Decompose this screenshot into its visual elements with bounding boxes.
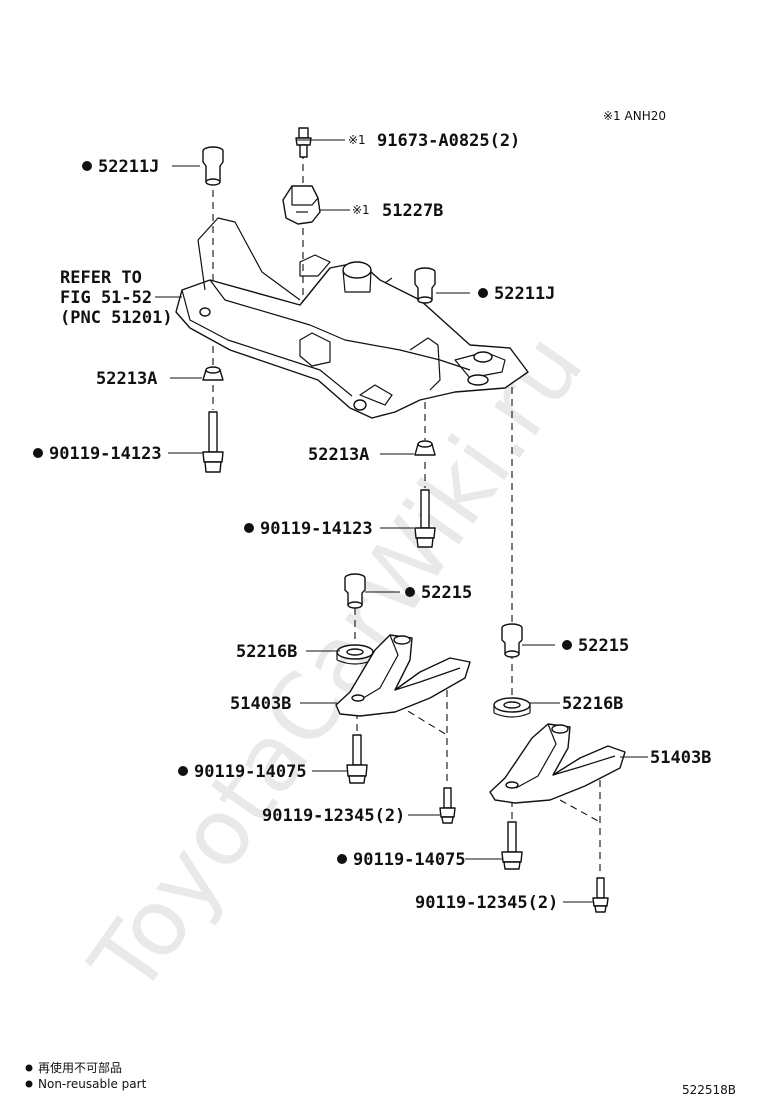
callout-prefix: ※1 bbox=[352, 203, 370, 217]
bracket-51227b-icon bbox=[282, 185, 321, 225]
callout-label[interactable]: 90119-14075 bbox=[194, 762, 307, 782]
callout-label[interactable]: 51403B bbox=[650, 748, 711, 768]
legend: 再使用不可部品 Non-reusable part bbox=[25, 1060, 147, 1091]
callout-label[interactable]: 90119-12345(2) bbox=[262, 806, 405, 826]
leader-lines bbox=[155, 139, 648, 903]
bolt-90119-14123-left-icon bbox=[202, 411, 224, 473]
refer-note-line1: REFER TO bbox=[60, 268, 142, 288]
non-reusable-bullet-icon bbox=[25, 1064, 33, 1072]
non-reusable-bullet-icon bbox=[244, 523, 254, 533]
bolt-90119-12345-right-icon bbox=[592, 877, 609, 913]
non-reusable-bullet-icon bbox=[562, 640, 572, 650]
callout-label[interactable]: 90119-14075 bbox=[353, 850, 466, 870]
callout-label[interactable]: 52211J bbox=[494, 284, 555, 304]
legend-line-jp: 再使用不可部品 bbox=[38, 1060, 122, 1075]
callout-prefix: ※1 bbox=[348, 133, 366, 147]
washer-52216b-right-icon bbox=[493, 697, 531, 718]
figure-id: 522518B bbox=[682, 1083, 736, 1097]
callout-label[interactable]: 51403B bbox=[230, 694, 291, 714]
non-reusable-bullet-icon bbox=[82, 161, 92, 171]
bolt-90119-14075-right-icon bbox=[501, 821, 523, 870]
callout-label[interactable]: 90119-14123 bbox=[49, 444, 162, 464]
bushing-52215-right-icon bbox=[501, 623, 523, 658]
stopper-52213a-right-icon bbox=[414, 440, 436, 456]
callout-labels: ※1 91673-A0825(2) 52211J ※1 51227B 52211… bbox=[33, 131, 711, 913]
callout-label[interactable]: 52213A bbox=[96, 369, 157, 389]
bushing-52211j-right-icon bbox=[414, 267, 436, 304]
callout-label[interactable]: 52213A bbox=[308, 445, 369, 465]
non-reusable-bullet-icon bbox=[478, 288, 488, 298]
bracket-51403b-right-icon bbox=[489, 723, 626, 804]
bolt-90119-14123-right-icon bbox=[414, 489, 436, 548]
refer-note-line2: FIG 51-52 bbox=[60, 288, 152, 308]
subframe-crossmember-51201 bbox=[175, 217, 529, 419]
callout-label[interactable]: 51227B bbox=[382, 201, 443, 221]
refer-note-line3: (PNC 51201) bbox=[60, 308, 173, 328]
bracket-51403b-left-icon bbox=[335, 634, 471, 717]
callout-label[interactable]: 52215 bbox=[421, 583, 472, 603]
stopper-52213a-left-icon bbox=[202, 366, 224, 381]
non-reusable-bullet-icon bbox=[178, 766, 188, 776]
legend-line-en: Non-reusable part bbox=[38, 1077, 147, 1091]
callout-label[interactable]: 91673-A0825(2) bbox=[377, 131, 520, 151]
callout-label[interactable]: 52216B bbox=[562, 694, 623, 714]
bolt-91673-icon bbox=[295, 127, 312, 158]
non-reusable-bullet-icon bbox=[33, 448, 43, 458]
callout-label[interactable]: 52211J bbox=[98, 157, 159, 177]
callout-label[interactable]: 52215 bbox=[578, 636, 629, 656]
bushing-52211j-left-icon bbox=[202, 146, 224, 186]
variant-note: ※1 ANH20 bbox=[603, 109, 666, 123]
non-reusable-bullet-icon bbox=[25, 1080, 33, 1088]
callout-label[interactable]: 90119-12345(2) bbox=[415, 893, 558, 913]
non-reusable-bullet-icon bbox=[405, 587, 415, 597]
bolt-90119-14075-left-icon bbox=[346, 734, 368, 784]
bushing-52215-left-icon bbox=[344, 573, 366, 609]
callout-label[interactable]: 52216B bbox=[236, 642, 297, 662]
bolt-90119-12345-left-icon bbox=[439, 787, 456, 824]
non-reusable-bullet-icon bbox=[337, 854, 347, 864]
callout-label[interactable]: 90119-14123 bbox=[260, 519, 373, 539]
